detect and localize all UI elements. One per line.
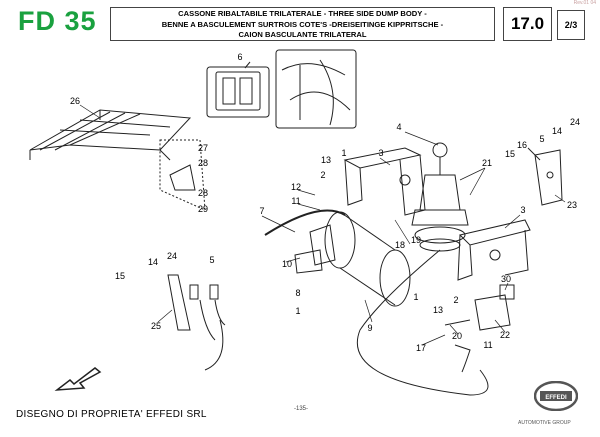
- ownership-note: DISEGNO DI PROPRIETA' EFFEDI SRL: [16, 409, 207, 420]
- part-callout: 27: [198, 143, 208, 153]
- part-callout: 13: [321, 155, 331, 165]
- part-callout: 11: [483, 340, 492, 350]
- brand-subtitle: AUTOMOTIVE GROUP: [518, 420, 571, 426]
- svg-text:EFFEDI: EFFEDI: [545, 395, 567, 401]
- title-line: CASSONE RIBALTABILE TRILATERALE - THREE …: [178, 9, 427, 18]
- part-callout: 19: [411, 235, 421, 245]
- part-callout: 10: [282, 259, 292, 269]
- hose: [204, 249, 489, 396]
- part-callout: 3: [378, 148, 383, 158]
- switch-assembly: [167, 147, 541, 341]
- control-panel-inset: [206, 49, 357, 129]
- leader-lines: [79, 104, 566, 346]
- title-line: CAION BASCULANTE TRILATERAL: [238, 30, 367, 39]
- part-callout: 1: [413, 292, 418, 302]
- part-callout: 2: [320, 170, 325, 180]
- part-callout: 22: [500, 330, 510, 340]
- part-callout: 30: [501, 274, 511, 284]
- part-callout: 25: [151, 321, 161, 331]
- section-number: 17.0: [503, 7, 552, 41]
- part-callout: 9: [367, 323, 372, 333]
- subframe: [29, 109, 206, 211]
- part-callout: 13: [433, 305, 443, 315]
- part-callout: 14: [148, 257, 158, 267]
- revision: Rev.01 04: [573, 0, 596, 6]
- part-callout: 23: [567, 200, 577, 210]
- part-callout: 28: [198, 188, 208, 198]
- part-callout: 16: [517, 140, 527, 150]
- part-callout: 20: [452, 331, 462, 341]
- part-callout: 21: [482, 158, 492, 168]
- part-callout: 8: [295, 288, 300, 298]
- title-box: CASSONE RIBALTABILE TRILATERALE - THREE …: [110, 7, 495, 41]
- part-callout: 14: [552, 126, 562, 136]
- part-callout: 5: [209, 255, 214, 265]
- part-callout: 28: [198, 158, 208, 168]
- part-callout: 7: [259, 206, 264, 216]
- valve-block: [444, 284, 515, 373]
- part-callout: 1: [341, 148, 346, 158]
- bracket: [343, 147, 563, 281]
- title-line: BENNE A BASCULEMENT SURTROIS COTE'S -DRE…: [161, 19, 444, 29]
- hydraulic-pump: [411, 142, 469, 252]
- part-callout: 15: [505, 149, 515, 159]
- part-callout: 26: [70, 96, 80, 106]
- direction-arrow: [54, 367, 102, 391]
- part-callout: 17: [416, 343, 426, 353]
- part-callout: 4: [396, 122, 401, 132]
- part-callout: 1: [295, 306, 300, 316]
- effedi-logo: EFFEDI: [534, 381, 578, 411]
- part-callout: 24: [167, 251, 177, 261]
- model-logo: FD 35: [18, 6, 97, 36]
- part-callout: 5: [539, 134, 544, 144]
- sheet-number: 2/3: [557, 10, 585, 40]
- part-callout: 18: [395, 240, 405, 250]
- page-number: -135-: [294, 406, 309, 412]
- part-callout: 15: [115, 271, 125, 281]
- part-callout: 3: [520, 205, 525, 215]
- part-callout: 11: [291, 196, 300, 206]
- part-callout: 24: [570, 117, 580, 127]
- part-callout: 2: [453, 295, 458, 305]
- part-callout: 12: [291, 182, 301, 192]
- part-callout: 29: [198, 204, 208, 214]
- part-callout: 6: [237, 52, 242, 62]
